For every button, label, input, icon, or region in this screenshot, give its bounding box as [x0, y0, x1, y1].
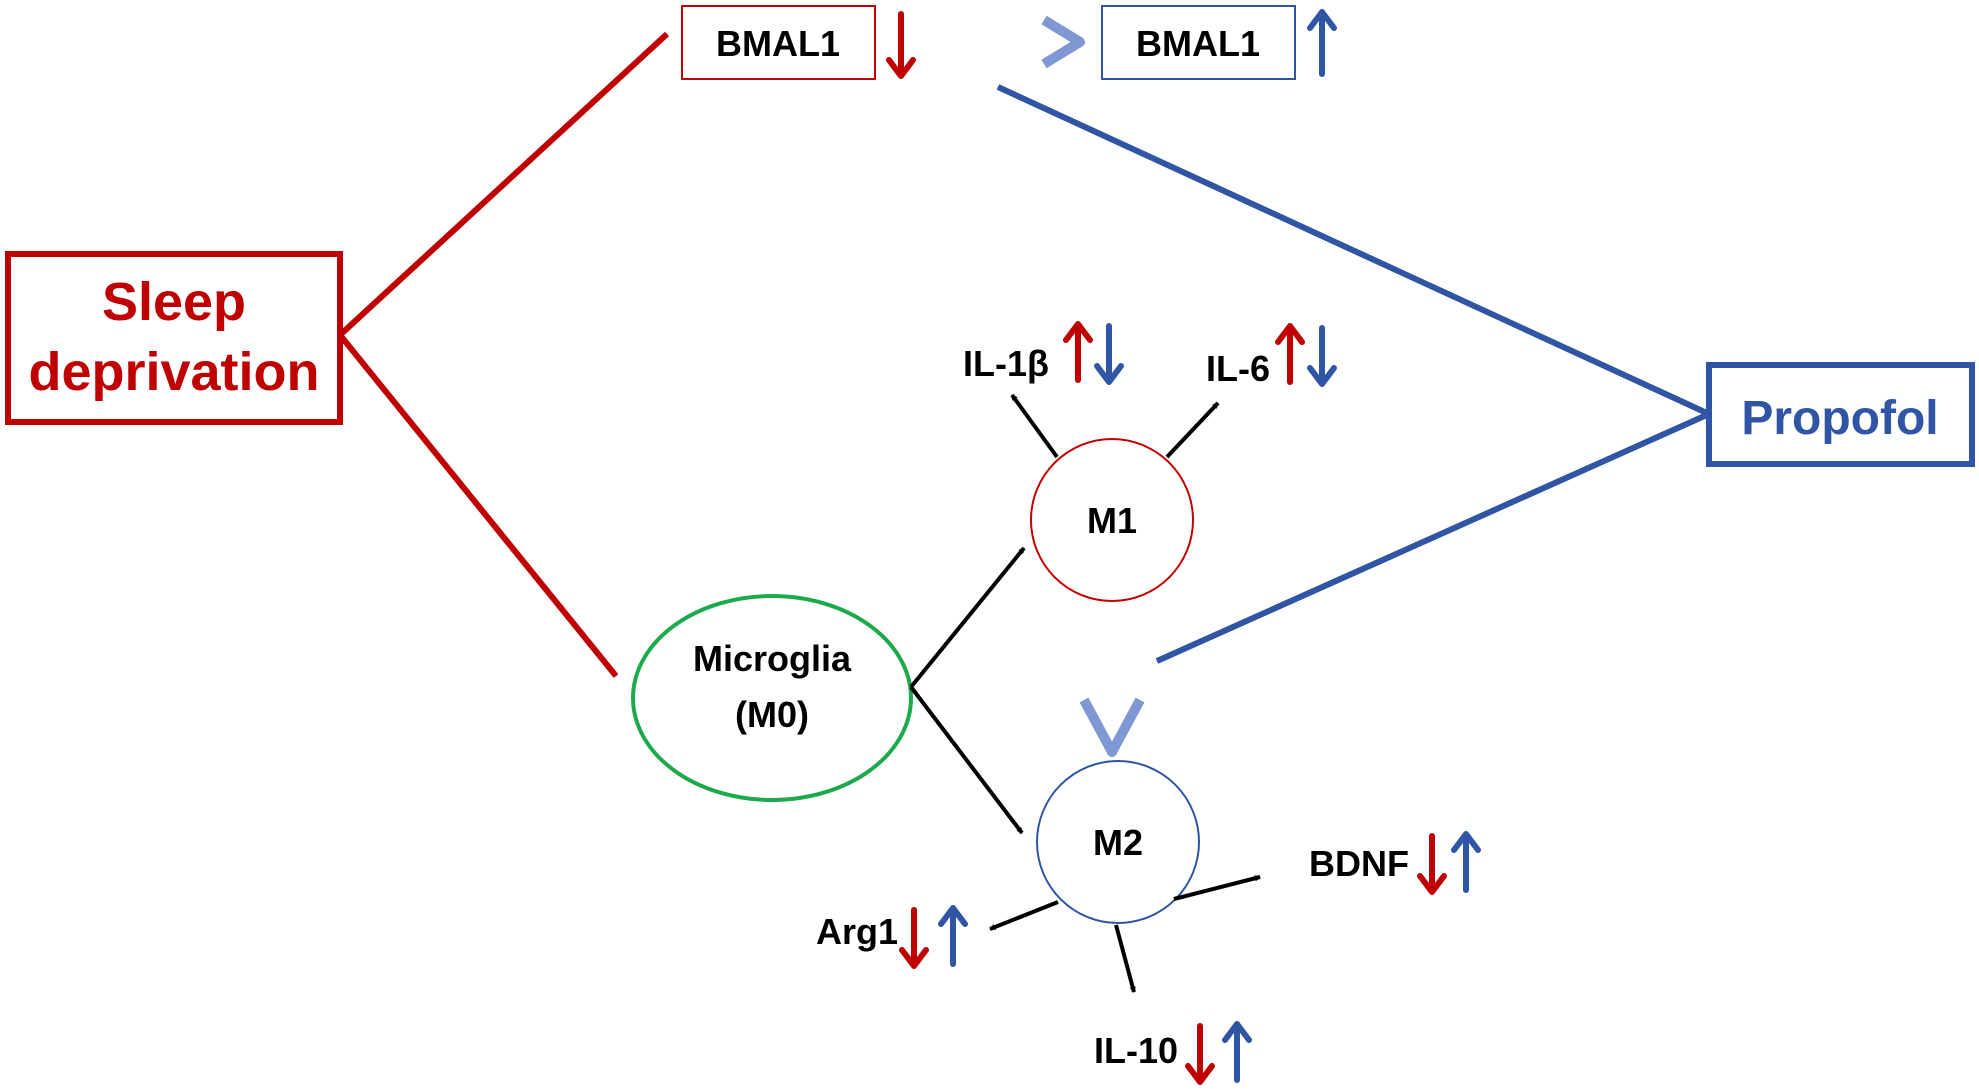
edge-m2-to-bdnf: [1173, 875, 1261, 901]
il1b-label: IL-1β: [963, 343, 1049, 384]
arg1-down-arrow-icon: [899, 907, 929, 969]
m2-circle: [1036, 760, 1200, 924]
edge-propofol-to-m2: [1155, 411, 1711, 664]
il6-label: IL-6: [1206, 348, 1270, 389]
il10-down-arrow-icon: [1185, 1023, 1215, 1085]
m1-node: M1: [1030, 438, 1194, 602]
bmal1-down-arrow-icon: [886, 11, 916, 79]
propofol-node: Propofol: [1706, 362, 1975, 467]
edge-m2-to-il10: [1114, 924, 1136, 993]
il1b-up-arrow-icon: [1063, 321, 1093, 383]
il6-up-arrow-icon: [1275, 323, 1305, 385]
marker-il6: IL-6: [1206, 323, 1337, 389]
bmal1-increased-label: BMAL1: [1136, 23, 1260, 64]
m2-label: M2: [1093, 822, 1143, 863]
marker-bdnf: BDNF: [1309, 831, 1481, 895]
microglia-label-line2: (M0): [735, 694, 809, 735]
edge-microglia-to-m1: [909, 546, 1026, 689]
edge-propofol-to-bmal1: [996, 84, 1711, 417]
sleep-deprivation-node: Sleep deprivation: [5, 251, 343, 425]
edge-sleep-to-microglia: [337, 333, 619, 678]
bdnf-up-arrow-icon: [1451, 831, 1481, 893]
bdnf-down-arrow-icon: [1417, 833, 1447, 895]
m1-label: M1: [1087, 500, 1137, 541]
propofol-label: Propofol: [1741, 392, 1938, 445]
il10-up-arrow-icon: [1222, 1021, 1252, 1083]
bmal1-transition-arrow: [940, 15, 1085, 69]
m2-node: M2: [1036, 760, 1200, 924]
m1-circle: [1030, 438, 1194, 602]
m1-to-m2-transition-arrow: [1079, 625, 1145, 757]
sleep-deprivation-box: [5, 251, 343, 425]
arg1-up-arrow-icon: [938, 905, 968, 967]
il1b-down-arrow-icon: [1094, 323, 1124, 385]
marker-arg1: Arg1: [816, 905, 968, 969]
marker-il1b: IL-1β: [963, 321, 1124, 385]
edge-microglia-to-m2: [909, 685, 1024, 835]
edge-m1-to-il6: [1165, 401, 1220, 459]
sleep-deprivation-label-line2: deprivation: [28, 342, 319, 402]
il6-down-arrow-icon: [1307, 325, 1337, 387]
microglia-ellipse: [631, 594, 913, 802]
bmal1-decreased-label: BMAL1: [716, 23, 840, 64]
microglia-node: Microglia (M0): [631, 594, 913, 802]
bmal1-decreased-node: BMAL1: [681, 5, 916, 80]
edge-m1-to-il1b: [1010, 393, 1059, 459]
edge-sleep-to-bmal1: [337, 31, 670, 338]
microglia-label-line1: Microglia: [693, 638, 852, 679]
il10-label: IL-10: [1094, 1030, 1178, 1071]
bmal1-up-arrow-icon: [1307, 9, 1337, 77]
sleep-deprivation-label-line1: Sleep: [102, 272, 246, 332]
edge-m2-to-arg1: [989, 900, 1059, 931]
bmal1-increased-box: [1101, 5, 1296, 80]
arg1-label: Arg1: [816, 911, 898, 952]
bmal1-decreased-box: [681, 5, 876, 80]
marker-il10: IL-10: [1094, 1021, 1252, 1085]
bdnf-label: BDNF: [1309, 843, 1409, 884]
propofol-box: [1706, 362, 1975, 467]
bmal1-increased-node: BMAL1: [1101, 5, 1337, 80]
